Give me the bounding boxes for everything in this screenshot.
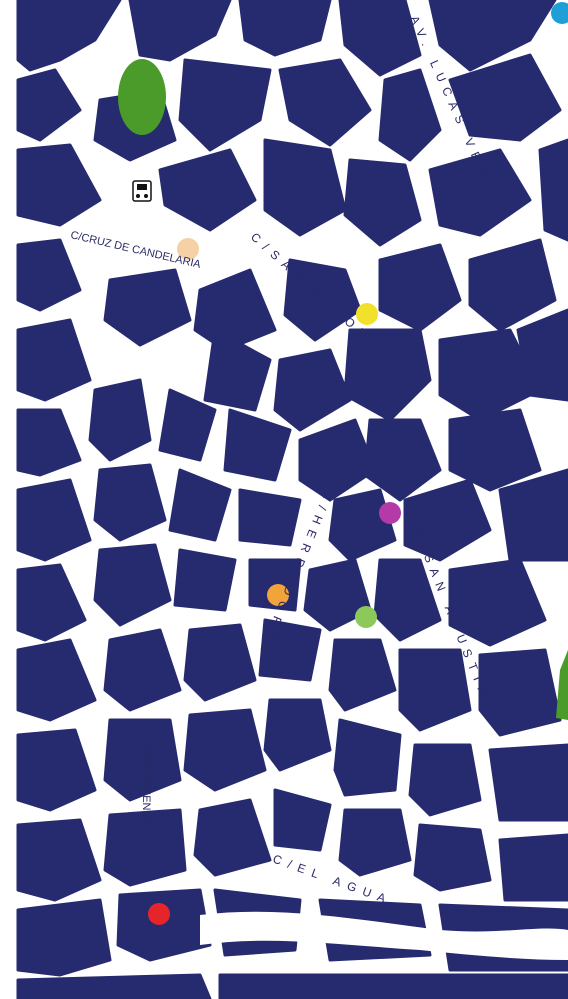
city-block <box>193 798 272 877</box>
city-block <box>478 648 562 737</box>
city-block <box>338 808 412 877</box>
poi-markers[interactable] <box>148 2 568 925</box>
city-block <box>16 143 102 227</box>
city-block <box>218 973 568 999</box>
city-block <box>298 418 377 502</box>
city-block <box>328 488 397 562</box>
city-block <box>158 388 217 462</box>
city-block <box>16 638 97 722</box>
city-block <box>203 328 272 412</box>
city-block <box>16 818 102 902</box>
city-block <box>223 408 292 482</box>
marker-red[interactable] <box>148 903 170 925</box>
city-block <box>488 743 568 822</box>
city-block <box>16 973 212 999</box>
city-block <box>183 708 267 792</box>
city-block <box>373 558 442 642</box>
city-block <box>173 548 237 612</box>
city-block <box>378 243 462 332</box>
city-block <box>103 718 182 802</box>
city-block <box>333 718 402 797</box>
marker-orange[interactable] <box>267 584 289 606</box>
city-block <box>258 618 322 682</box>
city-block <box>498 468 568 562</box>
city-block <box>438 328 542 422</box>
city-block <box>183 623 257 702</box>
city-block <box>88 378 152 462</box>
marker-lightgreen[interactable] <box>355 606 377 628</box>
river <box>200 911 568 960</box>
city-block <box>16 563 87 642</box>
city-block <box>238 488 302 547</box>
city-block <box>408 743 482 817</box>
park <box>118 59 166 135</box>
city-block <box>468 238 557 332</box>
marker-blue[interactable] <box>551 2 568 24</box>
city-block <box>168 468 232 542</box>
city-block <box>363 418 442 502</box>
city-block <box>16 408 82 477</box>
city-block <box>16 728 97 812</box>
city-block <box>303 558 372 632</box>
marker-magenta[interactable] <box>379 502 401 524</box>
city-block <box>16 898 112 977</box>
parks <box>118 59 568 720</box>
marker-yellow[interactable] <box>356 303 378 325</box>
city-block <box>93 463 167 542</box>
city-block <box>16 318 92 402</box>
city-block <box>273 348 352 432</box>
city-block <box>16 68 82 142</box>
city-block <box>343 158 422 247</box>
city-block <box>263 698 332 772</box>
map-icons <box>132 180 152 202</box>
city-block <box>413 823 492 892</box>
city-block <box>403 478 492 562</box>
city-block <box>178 58 272 152</box>
river-channel <box>200 911 568 960</box>
city-block <box>538 138 568 242</box>
city-block <box>16 0 122 72</box>
city-block <box>338 0 422 77</box>
city-block <box>16 478 92 562</box>
city-block <box>398 648 472 732</box>
city-block <box>428 148 532 237</box>
marker-peach[interactable] <box>177 238 199 260</box>
city-block <box>328 638 397 712</box>
city-block <box>16 238 82 312</box>
city-block <box>378 68 442 162</box>
city-block <box>103 628 182 712</box>
city-block <box>103 808 187 887</box>
city-block <box>103 268 192 347</box>
city-block <box>263 138 347 237</box>
city-block <box>128 0 232 62</box>
city-block <box>116 888 212 962</box>
city-block <box>498 833 568 902</box>
city-block <box>278 58 372 147</box>
city-block <box>273 788 332 852</box>
street-label-ayuntamiento: AYUNTAMIENTO <box>140 740 152 826</box>
city-block <box>238 0 332 57</box>
city-block <box>158 148 257 232</box>
city-block <box>343 328 432 422</box>
city-block <box>448 408 542 492</box>
city-block <box>448 53 562 142</box>
city-block <box>93 543 172 627</box>
city-blocks <box>16 0 568 999</box>
city-block <box>428 0 557 72</box>
bus-stop-icon[interactable] <box>132 180 152 202</box>
park <box>556 650 568 720</box>
city-block <box>448 558 547 647</box>
city-block <box>516 308 568 402</box>
city-block <box>283 258 362 342</box>
